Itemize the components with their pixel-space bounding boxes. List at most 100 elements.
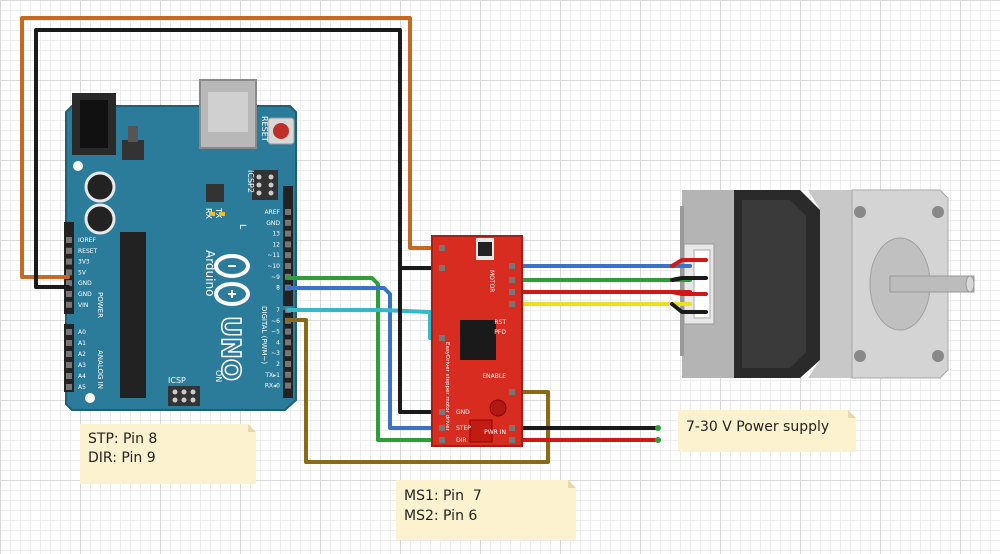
driver-pad-right[interactable] bbox=[509, 437, 515, 443]
driver-pad-left[interactable] bbox=[439, 437, 445, 443]
mounting-hole bbox=[73, 161, 83, 171]
driver-pad-right[interactable] bbox=[509, 289, 515, 295]
digital-header-pin[interactable] bbox=[285, 241, 291, 248]
driver-potentiometer bbox=[489, 399, 507, 417]
power-header-pin[interactable] bbox=[66, 237, 72, 243]
rx-label: RX bbox=[204, 208, 213, 220]
digital-pin-label: TX▸1 bbox=[264, 372, 280, 379]
motor-lead-black bbox=[670, 276, 708, 282]
analog-header-pin[interactable] bbox=[66, 362, 72, 368]
wire-ms2-brown bbox=[286, 318, 550, 464]
power-pin-label: GND bbox=[78, 291, 92, 298]
analog-pin-label: A1 bbox=[78, 340, 86, 347]
digital-header-pin[interactable] bbox=[285, 219, 291, 226]
driver-name-label: EasyDriver stepper motor driver bbox=[444, 342, 450, 432]
digital-header-pin[interactable] bbox=[285, 252, 291, 259]
power-header-pin[interactable] bbox=[66, 280, 72, 287]
analog-header-pin[interactable] bbox=[66, 384, 72, 390]
arduino-brand-text: Arduino bbox=[203, 250, 217, 296]
note-ms1-text: MS1: Pin 7 bbox=[404, 488, 482, 504]
note-paper bbox=[678, 410, 856, 452]
wire-5v-orange bbox=[20, 16, 442, 279]
digital-header-pin[interactable] bbox=[285, 328, 291, 335]
digital-pin-label: RX◂0 bbox=[265, 383, 280, 390]
power-header-pin[interactable] bbox=[66, 269, 72, 276]
power-header-pin[interactable] bbox=[66, 247, 72, 254]
analog-pin-label: A0 bbox=[78, 329, 86, 336]
digital-header-pin[interactable] bbox=[285, 382, 291, 389]
digital-header-pin[interactable] bbox=[285, 361, 291, 367]
analog-pin-label: A5 bbox=[78, 384, 86, 391]
on-label: ON bbox=[214, 370, 223, 382]
power-pin-label: GND bbox=[78, 280, 92, 287]
digital-header-pin[interactable] bbox=[285, 263, 291, 269]
wire-step-blue bbox=[286, 286, 444, 430]
digital-pin-label: ~10 bbox=[267, 263, 280, 270]
motor-screw-hole bbox=[854, 206, 866, 218]
driver-pad-right[interactable] bbox=[509, 389, 515, 395]
capacitor-2 bbox=[84, 203, 116, 235]
analog-header-pin[interactable] bbox=[66, 373, 72, 379]
note-fold bbox=[248, 424, 256, 432]
wire-gnd-driver-black bbox=[398, 266, 444, 414]
psu-terminal-2 bbox=[655, 437, 661, 443]
digital-pin-label: ~11 bbox=[267, 252, 280, 259]
usb-chip bbox=[206, 184, 224, 202]
digital-header-pin[interactable] bbox=[285, 230, 291, 237]
driver-motor-label: MOTOR bbox=[488, 270, 495, 292]
digital-header-pin[interactable] bbox=[285, 350, 291, 357]
digital-pin-label: 7 bbox=[276, 307, 280, 314]
note-pins-left: STP: Pin 8 DIR: Pin 9 bbox=[80, 424, 256, 484]
l-label: L bbox=[237, 224, 247, 229]
digital-header-pin[interactable] bbox=[285, 209, 291, 215]
driver-pin-label: ENABLE bbox=[482, 373, 506, 380]
power-group-label: POWER bbox=[96, 292, 104, 318]
easydriver-board[interactable]: MOTOR EasyDriver stepper motor driver GN… bbox=[431, 235, 523, 447]
icsp-header bbox=[168, 386, 200, 406]
tx-led bbox=[219, 212, 225, 216]
driver-pad-right[interactable] bbox=[509, 263, 515, 269]
uno-model-text: UNO bbox=[215, 316, 245, 381]
note-ms2-text: MS2: Pin 6 bbox=[404, 508, 477, 524]
driver-pad-right[interactable] bbox=[509, 301, 515, 307]
digital-pin-label: 13 bbox=[272, 231, 280, 238]
driver-chip bbox=[460, 320, 496, 360]
analog-header-pin[interactable] bbox=[66, 329, 72, 335]
usb-port-inner bbox=[208, 92, 248, 132]
power-header-pin[interactable] bbox=[66, 258, 72, 265]
digital-pin-label: 8 bbox=[276, 285, 280, 292]
driver-pad-left[interactable] bbox=[439, 425, 445, 431]
driver-pad-left[interactable] bbox=[439, 409, 445, 415]
icsp2-header bbox=[252, 170, 278, 200]
rx-led bbox=[209, 212, 215, 216]
motor-screw-hole bbox=[932, 206, 944, 218]
wire-dir-green bbox=[286, 276, 444, 442]
digital-header-pin[interactable] bbox=[285, 371, 291, 378]
digital-group-label: DIGITAL (PWM~) bbox=[260, 306, 268, 364]
power-pin-label: VIN bbox=[78, 302, 88, 309]
power-header-pin[interactable] bbox=[66, 291, 72, 297]
driver-pad-left[interactable] bbox=[439, 245, 445, 251]
driver-pad-left[interactable] bbox=[439, 335, 445, 341]
analog-header-pin[interactable] bbox=[66, 351, 72, 357]
note-power-supply: 7-30 V Power supply bbox=[678, 410, 856, 452]
driver-jumper-pad bbox=[478, 242, 492, 256]
arduino-uno-board[interactable]: RESET ICSP2 RX TX L Arduino UNO bbox=[64, 79, 297, 411]
driver-pad-right[interactable] bbox=[509, 425, 515, 431]
driver-pin-label: DIR bbox=[456, 437, 467, 444]
driver-capacitor bbox=[469, 419, 493, 443]
power-header-pin[interactable] bbox=[66, 301, 72, 308]
arduino-infinity-logo bbox=[214, 254, 250, 306]
analog-header-pin[interactable] bbox=[66, 340, 72, 346]
stepper-motor[interactable] bbox=[680, 189, 975, 379]
digital-header-pin[interactable] bbox=[285, 339, 291, 346]
driver-pad-left[interactable] bbox=[439, 265, 445, 271]
note-power-text: 7-30 V Power supply bbox=[686, 419, 829, 435]
driver-pad-right[interactable] bbox=[509, 277, 515, 283]
wire-ms1-cyan bbox=[286, 308, 444, 340]
tx-label: TX bbox=[214, 207, 223, 219]
